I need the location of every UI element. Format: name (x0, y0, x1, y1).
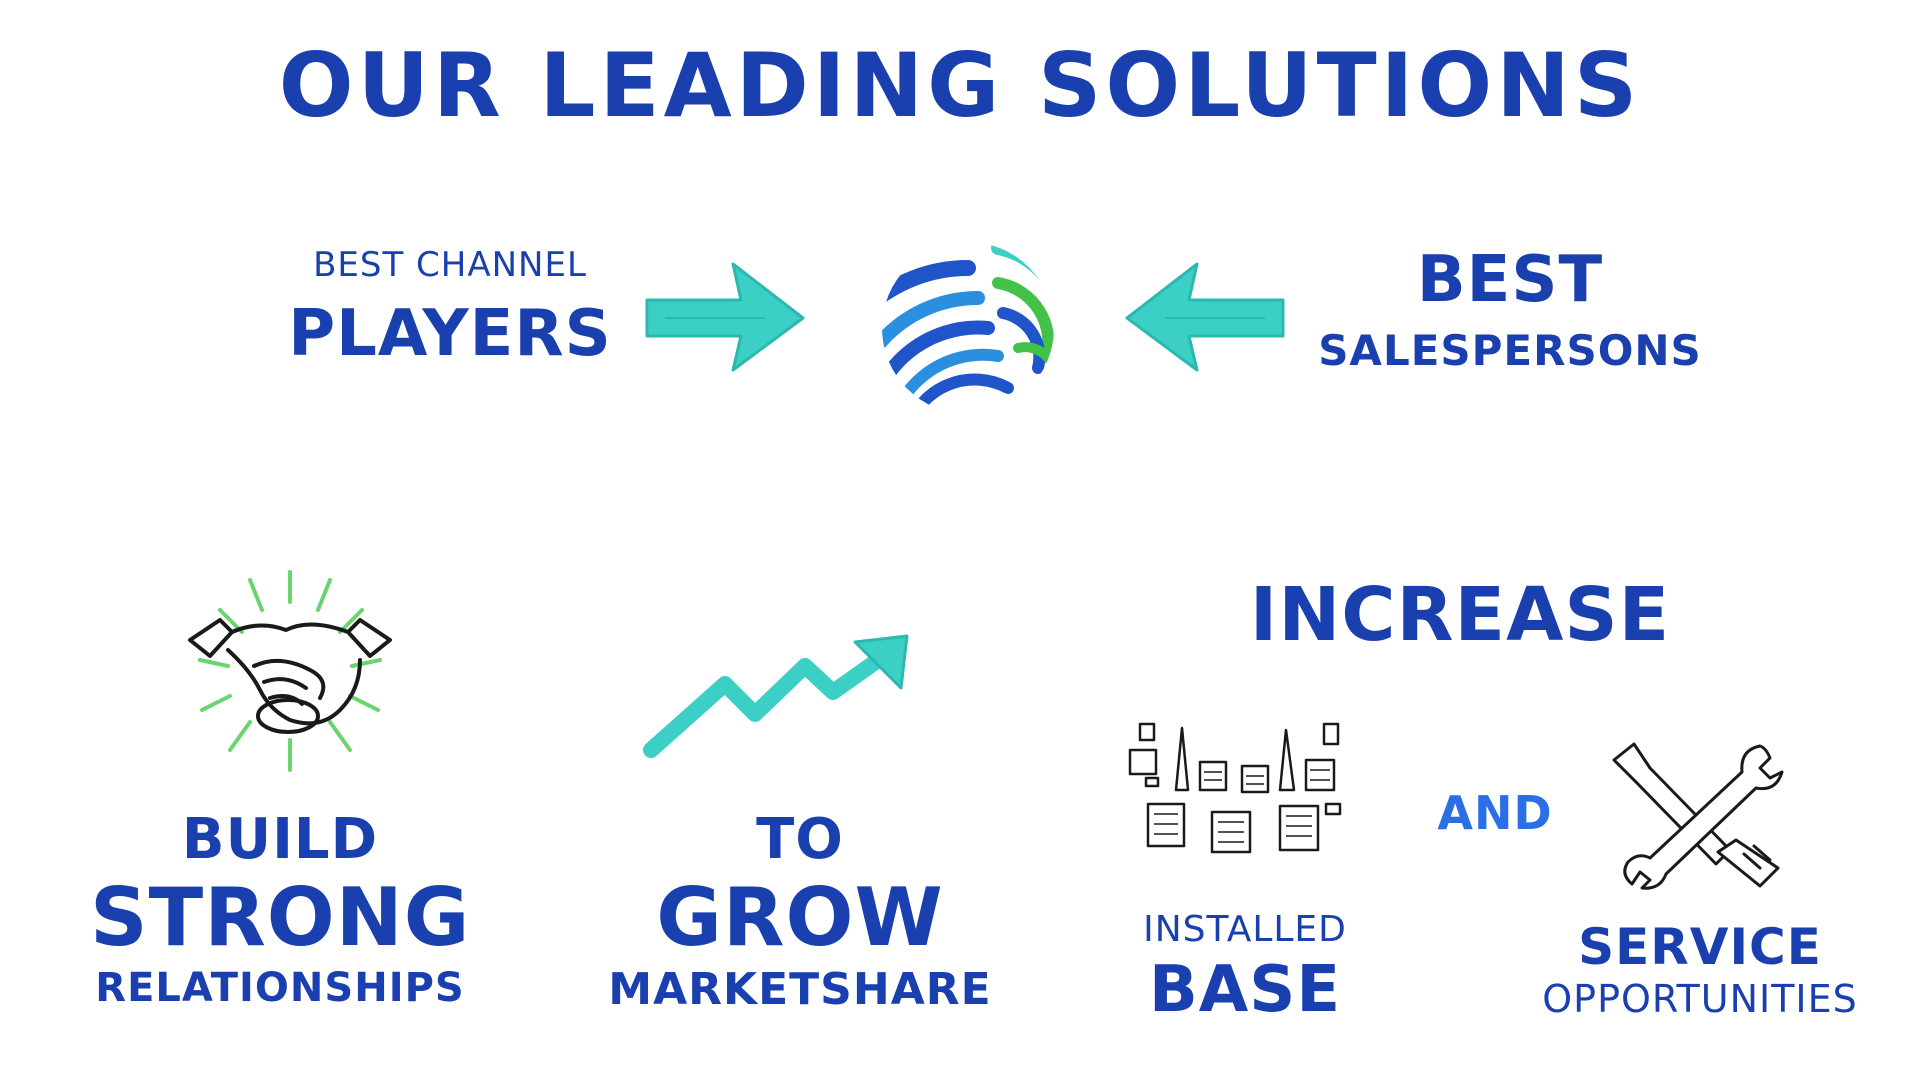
grow-label: GROW (656, 871, 944, 964)
installed-label: INSTALLED (1143, 909, 1347, 950)
tools-icon (1612, 742, 1784, 890)
best-label: BEST (1416, 243, 1604, 317)
to-label: TO (756, 807, 844, 872)
and-label: AND (1437, 786, 1553, 840)
salespersons-label: SALESPERSONS (1318, 326, 1702, 375)
handshake-icon (188, 570, 392, 772)
increase-heading: INCREASE (1249, 572, 1671, 658)
page-title: OUR LEADING SOLUTIONS (278, 34, 1642, 137)
arrow-right-icon (645, 262, 805, 372)
service-label: SERVICE (1578, 918, 1822, 976)
growth-arrow-icon (643, 634, 909, 758)
marketshare-label: MARKETSHARE (608, 964, 992, 1015)
build-label: BUILD (181, 807, 379, 872)
players-label: PLAYERS (288, 297, 612, 371)
best-channel-label: BEST CHANNEL (313, 245, 587, 285)
relationships-label: RELATIONSHIPS (95, 965, 465, 1011)
base-label: BASE (1148, 953, 1342, 1027)
arrow-left-icon (1125, 262, 1285, 372)
globe-logo-icon (882, 242, 1054, 414)
strong-label: STRONG (90, 871, 471, 964)
buildings-icon (1128, 722, 1342, 854)
opportunities-label: OPPORTUNITIES (1542, 977, 1858, 1021)
